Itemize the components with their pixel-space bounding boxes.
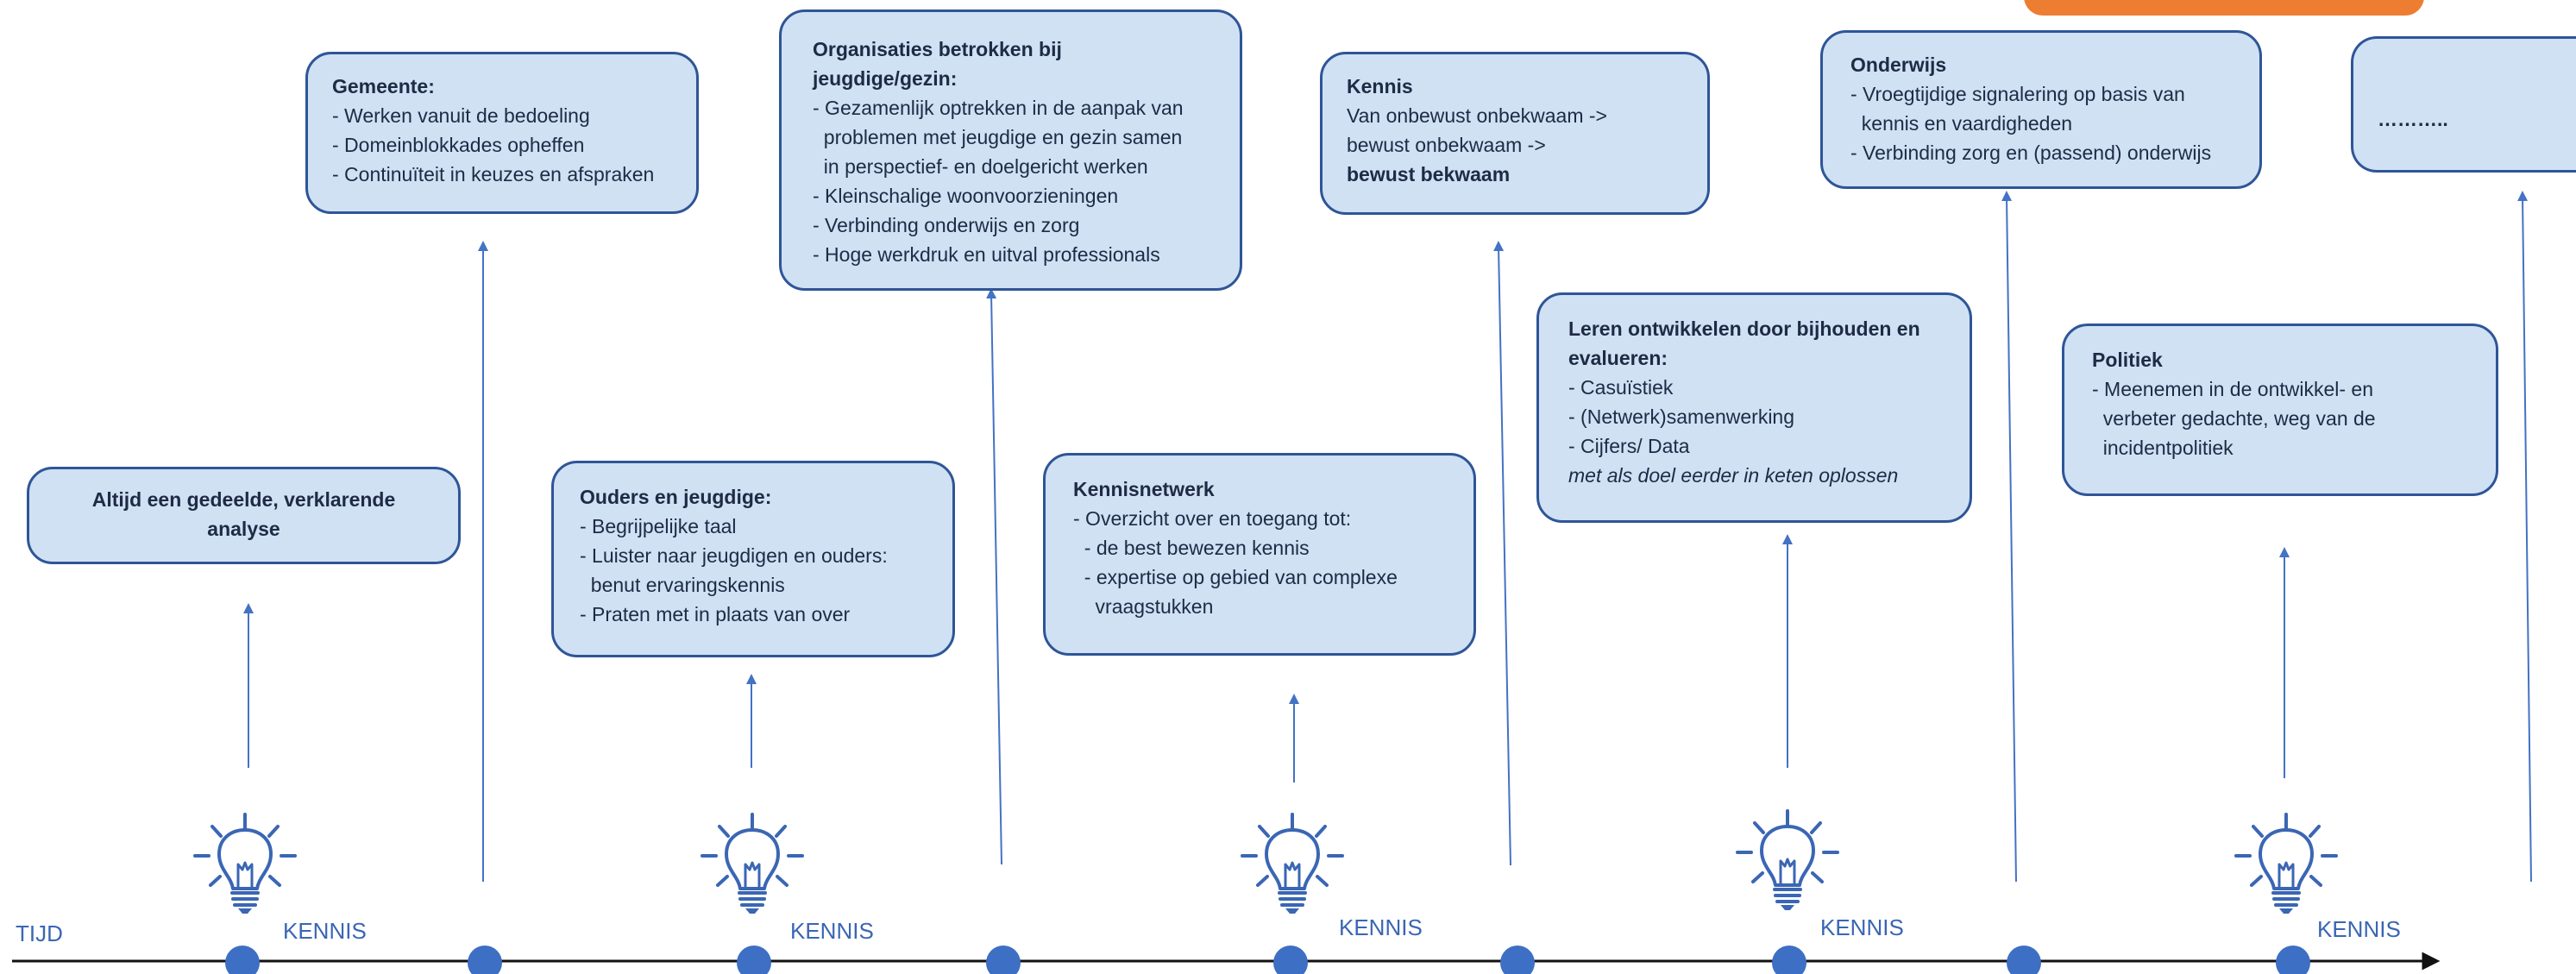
list-item: vraagstukken — [1073, 595, 1214, 618]
lightbulb-icon — [1736, 809, 1839, 912]
list-item: - Begrijpelijke taal — [580, 515, 737, 537]
box-organisaties: Organisaties betrokken bij jeugdige/gezi… — [779, 9, 1242, 291]
connector-arrow — [1493, 241, 1511, 866]
connector-arrow — [986, 288, 1002, 865]
box-placeholder-text: ……….. — [2378, 108, 2448, 130]
list-item: incidentpolitiek — [2092, 437, 2234, 459]
box-kennis: Kennis Van onbewust onbekwaam -> bewust … — [1320, 52, 1710, 215]
box-organisaties-list: - Gezamenlijk optrekken in de aanpak van… — [813, 93, 1240, 269]
box-leren-title-1: Leren ontwikkelen door bijhouden en — [1568, 317, 1920, 340]
list-item: - Overzicht over en toegang tot: — [1073, 507, 1352, 530]
box-leren: Leren ontwikkelen door bijhouden en eval… — [1536, 292, 1972, 523]
kennis-label: KENNIS — [1820, 914, 1904, 940]
timeline-dot — [2007, 946, 2041, 974]
lightbulb-icon — [1241, 813, 1344, 915]
list-item: - Praten met in plaats van over — [580, 603, 851, 625]
list-item: - (Netwerk)samenwerking — [1568, 405, 1795, 428]
kennis-label: KENNIS — [1339, 914, 1423, 940]
list-item: - Gezamenlijk optrekken in de aanpak van — [813, 97, 1184, 119]
box-ouders-title: Ouders en jeugdige: — [580, 486, 772, 508]
list-item: problemen met jeugdige en gezin samen — [813, 126, 1183, 148]
box-gemeente: Gemeente: - Werken vanuit de bedoeling -… — [305, 52, 699, 214]
list-item: - Meenemen in de ontwikkel- en — [2092, 378, 2373, 400]
kennis-label: KENNIS — [790, 918, 874, 944]
list-item: - Casuïstiek — [1568, 376, 1674, 399]
list-item: - Verbinding zorg en (passend) onderwijs — [1850, 141, 2212, 164]
box-onderwijs-list: - Vroegtijdige signalering op basis van … — [1850, 79, 2259, 167]
box-politiek: Politiek - Meenemen in de ontwikkel- en … — [2062, 324, 2498, 496]
box-onderwijs: Onderwijs - Vroegtijdige signalering op … — [1820, 30, 2262, 189]
list-item: in perspectief- en doelgericht werken — [813, 155, 1148, 178]
list-item: - expertise op gebied van complexe — [1073, 566, 1398, 588]
box-politiek-list: - Meenemen in de ontwikkel- en verbeter … — [2092, 374, 2496, 462]
box-onderwijs-title: Onderwijs — [1850, 53, 1947, 76]
list-item: - Cijfers/ Data — [1568, 435, 1690, 457]
list-item: kennis en vaardigheden — [1850, 112, 2073, 135]
box-organisaties-title-1: Organisaties betrokken bij — [813, 38, 1062, 60]
list-item: benut ervaringskennis — [580, 574, 785, 596]
box-kennis-line-3: bewust bekwaam — [1347, 163, 1511, 185]
timeline-dot — [2276, 946, 2310, 974]
lightbulb-icon — [2234, 813, 2338, 915]
box-analyse-text: Altijd een gedeelde, verklarende analyse — [91, 488, 396, 540]
list-item: - Domeinblokkades opheffen — [332, 134, 585, 156]
timeline-dot — [468, 946, 502, 974]
box-leren-title-2: evalueren: — [1568, 347, 1668, 369]
box-organisaties-title-2: jeugdige/gezin: — [813, 67, 958, 90]
box-analyse: Altijd een gedeelde, verklarende analyse — [27, 467, 461, 564]
list-item: - Luister naar jeugdigen en ouders: — [580, 544, 888, 567]
lightbulb-icon — [701, 813, 804, 915]
list-item: - Vroegtijdige signalering op basis van — [1850, 83, 2185, 105]
timeline-dot — [1772, 946, 1806, 974]
lightbulb-icon — [193, 813, 297, 915]
list-item: verbeter gedachte, weg van de — [2092, 407, 2376, 430]
box-kennis-line-2: bewust onbekwaam -> — [1347, 134, 1546, 156]
box-kennisnetwerk: Kennisnetwerk - Overzicht over en toegan… — [1043, 453, 1476, 656]
timeline-dot — [1500, 946, 1535, 974]
timeline-dot — [225, 946, 260, 974]
list-item: - Kleinschalige woonvoorzieningen — [813, 185, 1119, 207]
connector-arrow — [2517, 191, 2532, 883]
box-ouders: Ouders en jeugdige: - Begrijpelijke taal… — [551, 461, 955, 657]
box-politiek-title: Politiek — [2092, 349, 2163, 371]
kennis-label: KENNIS — [2317, 916, 2401, 942]
connector-arrow — [2001, 191, 2017, 883]
axis-label-tijd: TIJD — [16, 921, 63, 946]
box-kennis-title: Kennis — [1347, 75, 1413, 97]
list-item: - Continuïteit in keuzes en afspraken — [332, 163, 655, 185]
list-item: - Verbinding onderwijs en zorg — [813, 214, 1080, 236]
box-gemeente-title: Gemeente: — [332, 75, 435, 97]
box-leren-list: - Casuïstiek - (Netwerk)samenwerking - C… — [1568, 373, 1970, 461]
box-kennisnetwerk-list: - Overzicht over en toegang tot: - de be… — [1073, 504, 1473, 621]
box-gemeente-list: - Werken vanuit de bedoeling - Domeinblo… — [332, 101, 696, 189]
kennis-label: KENNIS — [283, 918, 367, 944]
timeline-dot — [986, 946, 1021, 974]
list-item: - Werken vanuit de bedoeling — [332, 104, 590, 127]
list-item: - Hoge werkdruk en uitval professionals — [813, 243, 1160, 266]
box-kennisnetwerk-title: Kennisnetwerk — [1073, 478, 1215, 500]
list-item: - de best bewezen kennis — [1073, 537, 1310, 559]
timeline-dot — [737, 946, 771, 974]
box-ouders-list: - Begrijpelijke taal - Luister naar jeug… — [580, 512, 952, 629]
box-leren-note: met als doel eerder in keten oplossen — [1568, 464, 1899, 487]
box-placeholder: ……….. — [2351, 36, 2576, 173]
box-kennis-line-1: Van onbewust onbekwaam -> — [1347, 104, 1607, 127]
orange-accent-shape — [2024, 0, 2424, 16]
timeline-dot — [1273, 946, 1308, 974]
